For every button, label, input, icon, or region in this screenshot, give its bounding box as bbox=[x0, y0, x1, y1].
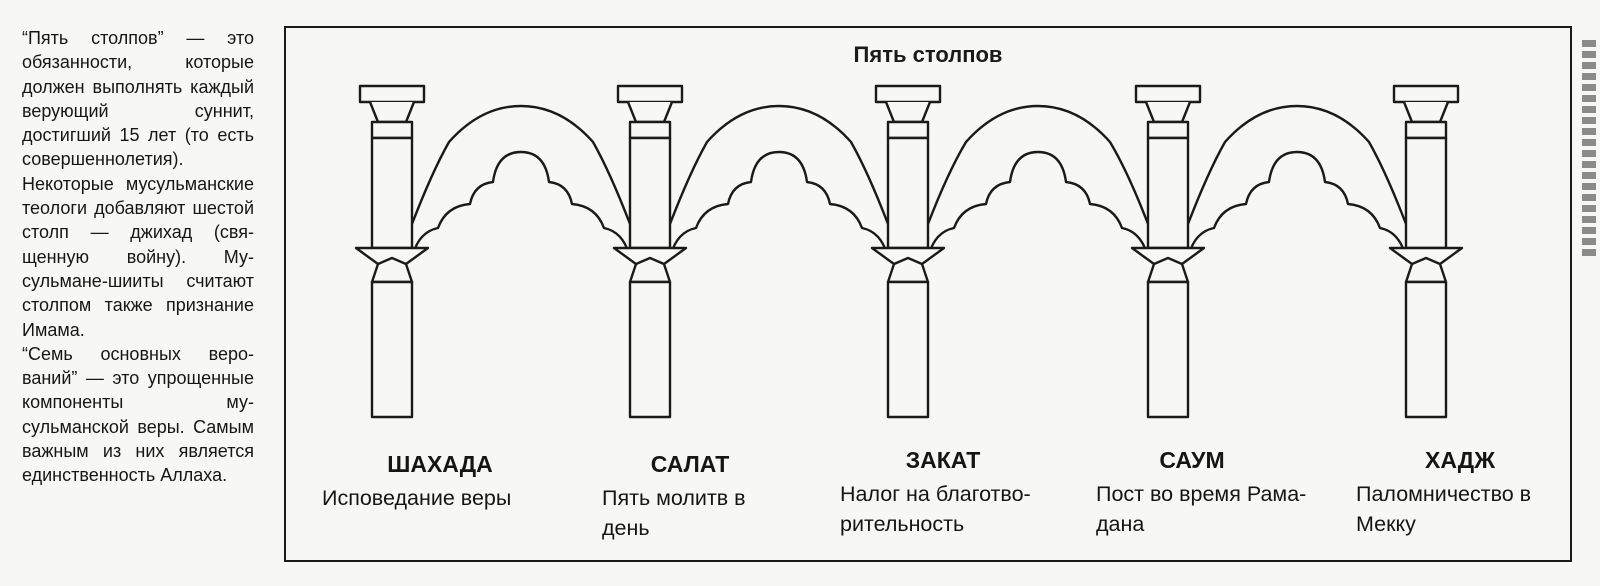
pillar-desc-hajj-line1: Паломничество в bbox=[1356, 479, 1531, 509]
column-abacus bbox=[618, 86, 682, 102]
column-neck bbox=[630, 122, 670, 138]
column-neck bbox=[1406, 122, 1446, 138]
outer-arch bbox=[928, 106, 1148, 224]
column-lower-shaft bbox=[372, 282, 412, 417]
column-neck bbox=[888, 122, 928, 138]
column-capital bbox=[1404, 102, 1448, 122]
column-lower-shaft bbox=[630, 282, 670, 417]
column-lower-shaft bbox=[888, 282, 928, 417]
inner-scalloped-arch bbox=[670, 152, 888, 258]
column bbox=[1390, 86, 1462, 417]
column-abacus bbox=[1136, 86, 1200, 102]
column-joint bbox=[614, 248, 686, 282]
column-joint bbox=[1390, 248, 1462, 282]
pillar-name-hajj: ХАДЖ bbox=[1360, 447, 1560, 474]
column-abacus bbox=[1394, 86, 1458, 102]
column-capital bbox=[628, 102, 672, 122]
outer-arch bbox=[412, 106, 630, 224]
pillar-desc-hajj-line2: Мекку bbox=[1356, 509, 1416, 539]
column-abacus bbox=[876, 86, 940, 102]
pillar-name-salat: САЛАТ bbox=[590, 451, 790, 478]
outer-arch bbox=[1188, 106, 1406, 224]
pillar-name-shahada: ШАХАДА bbox=[340, 451, 540, 478]
columns bbox=[356, 86, 1462, 417]
column-capital bbox=[1146, 102, 1190, 122]
pillar-desc-zakat-line1: Налог на благотво- bbox=[840, 479, 1031, 509]
column bbox=[1132, 86, 1204, 417]
inner-scalloped-arch bbox=[412, 152, 630, 258]
column-joint bbox=[356, 248, 428, 282]
column-capital bbox=[370, 102, 414, 122]
pillar-desc-zakat-line2: рительность bbox=[840, 509, 964, 539]
pillar-name-saum: САУМ bbox=[1092, 447, 1292, 474]
pillar-desc-salat-line2: день bbox=[602, 513, 650, 543]
column-joint bbox=[1132, 248, 1204, 282]
column-abacus bbox=[360, 86, 424, 102]
inner-scalloped-arch bbox=[1188, 152, 1406, 258]
column bbox=[872, 86, 944, 417]
pillar-desc-shahada: Исповедание веры bbox=[322, 483, 511, 513]
pillar-desc-saum-line1: Пост во время Рама- bbox=[1096, 479, 1306, 509]
pillar-name-zakat: ЗАКАТ bbox=[843, 447, 1043, 474]
pillar-desc-salat-line1: Пять молитв в bbox=[602, 483, 746, 513]
column-upper-shaft bbox=[1148, 138, 1188, 248]
column bbox=[614, 86, 686, 417]
outer-arch bbox=[670, 106, 888, 224]
column-upper-shaft bbox=[372, 138, 412, 248]
column bbox=[356, 86, 428, 417]
column-joint bbox=[872, 248, 944, 282]
column-neck bbox=[372, 122, 412, 138]
column-lower-shaft bbox=[1406, 282, 1446, 417]
column-lower-shaft bbox=[1148, 282, 1188, 417]
column-capital bbox=[886, 102, 930, 122]
page-edge-margin bbox=[1582, 40, 1596, 260]
pillar-desc-saum-line2: дана bbox=[1096, 509, 1144, 539]
column-upper-shaft bbox=[630, 138, 670, 248]
inner-scalloped-arch bbox=[928, 152, 1148, 258]
column-neck bbox=[1148, 122, 1188, 138]
column-upper-shaft bbox=[1406, 138, 1446, 248]
column-upper-shaft bbox=[888, 138, 928, 248]
